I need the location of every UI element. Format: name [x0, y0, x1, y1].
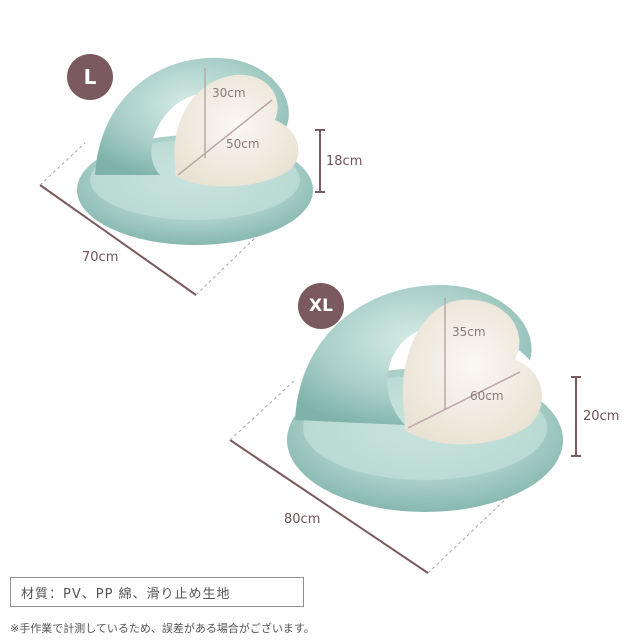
l-inner-height-label: 30cm: [212, 86, 246, 100]
xl-inner-height-label: 35cm: [452, 325, 486, 339]
material-text: 材質：PV、PP 綿、滑り止め生地: [21, 586, 231, 602]
xl-inner-width-label: 60cm: [470, 389, 504, 403]
size-badge-xl: XL: [298, 283, 344, 329]
material-box: 材質：PV、PP 綿、滑り止め生地: [10, 577, 304, 607]
l-length-label: 70cm: [82, 250, 119, 265]
xl-height-label: 20cm: [583, 409, 620, 424]
l-inner-width-label: 50cm: [226, 137, 260, 151]
bed-xl-inner-width-line: [407, 371, 521, 429]
size-label-xl: XL: [309, 296, 333, 316]
bed-l: [39, 57, 325, 296]
measurement-note: ※手作業で計測しているため、誤差がある場合がございます。: [10, 622, 315, 635]
bed-xl-inner: [402, 299, 542, 445]
size-badge-l: L: [67, 54, 113, 100]
xl-length-label: 80cm: [284, 512, 321, 527]
size-label-l: L: [83, 65, 97, 89]
l-height-label: 18cm: [326, 154, 363, 169]
bed-l-inner-width-line: [177, 99, 273, 176]
bed-xl: [229, 285, 581, 574]
bed-l-length-line: [39, 184, 197, 296]
bed-xl-length-line: [229, 439, 429, 574]
